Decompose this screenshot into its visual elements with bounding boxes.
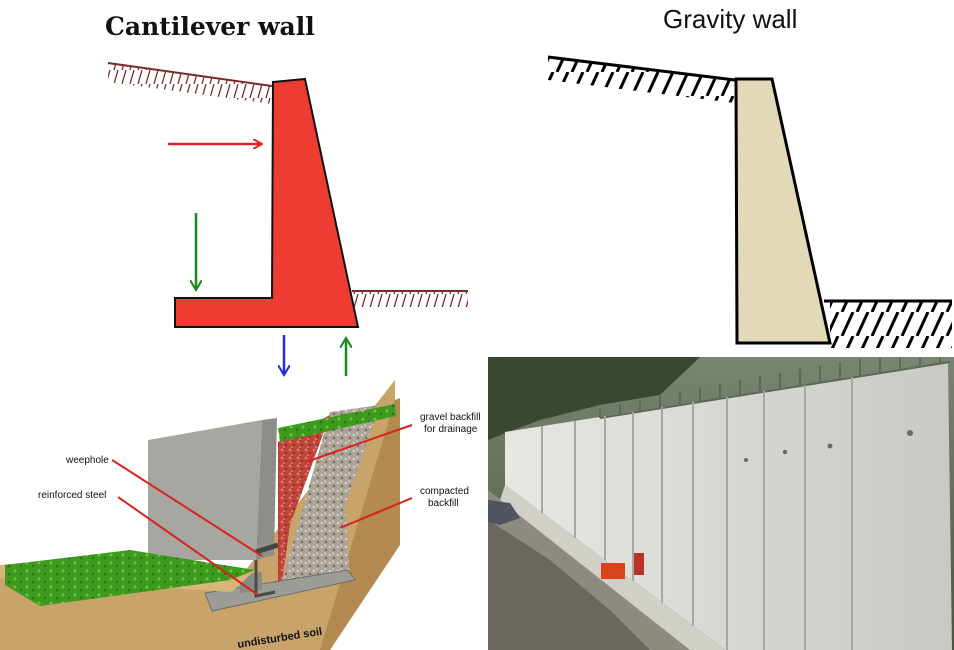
- reinforced-steel-leader: [117, 496, 259, 596]
- drill-tool: [634, 553, 644, 575]
- toolbox: [601, 563, 625, 579]
- compacted-backfill-leader: [339, 497, 413, 529]
- retained-ground-line: [107, 62, 273, 87]
- tree-canopy: [488, 357, 700, 440]
- panel-joints: [541, 377, 853, 650]
- security-fence: [599, 358, 951, 419]
- wall-footing: [204, 569, 356, 612]
- retaining-wall-cross-section: weephole reinforced steel gravel backfil…: [0, 380, 481, 650]
- weephole-label: weephole: [65, 455, 109, 466]
- back-grass: [278, 404, 396, 442]
- drainage-label: for drainage: [424, 424, 478, 435]
- gravity-wall-diagram: [547, 55, 952, 348]
- reinforced-steel-label: reinforced steel: [38, 490, 106, 501]
- front-soil-hatch: [352, 291, 468, 307]
- concrete-wall-face: [505, 362, 952, 650]
- gravity-wall-title: Gravity wall: [663, 4, 798, 34]
- precast-wall-photo: [488, 357, 954, 650]
- weephole-marker: [255, 542, 279, 555]
- gravity-wall-shape: [734, 77, 832, 345]
- path-shadow: [488, 520, 650, 650]
- wall-stem-face: [148, 420, 262, 560]
- gravel-backfill-label: gravel backfill: [420, 412, 481, 423]
- front-grass: [5, 550, 255, 606]
- reinforcing-bar: [254, 560, 276, 598]
- soil-block-right-face: [320, 398, 400, 650]
- retained-soil-hatch: [108, 64, 272, 104]
- cantilever-wall-title: Cantilever wall: [105, 12, 315, 41]
- gravity-retained-ground-line: [547, 55, 736, 82]
- compacted-label: compacted: [420, 486, 469, 497]
- backfill-label: backfill: [428, 498, 459, 509]
- wall-stem-side: [256, 418, 277, 560]
- gravity-retained-hatch: [548, 57, 735, 103]
- weephole-leader: [111, 459, 263, 557]
- compacted-backfill: [282, 405, 380, 582]
- cantilever-wall-diagram: [107, 62, 468, 376]
- cantilever-wall-shape: [174, 77, 360, 328]
- debris-pile: [488, 500, 520, 525]
- gravel-drainage-fill: [278, 415, 330, 582]
- gravity-front-hatch: [830, 301, 952, 348]
- gravel-backfill-leader: [305, 424, 413, 463]
- tie-holes: [744, 430, 913, 462]
